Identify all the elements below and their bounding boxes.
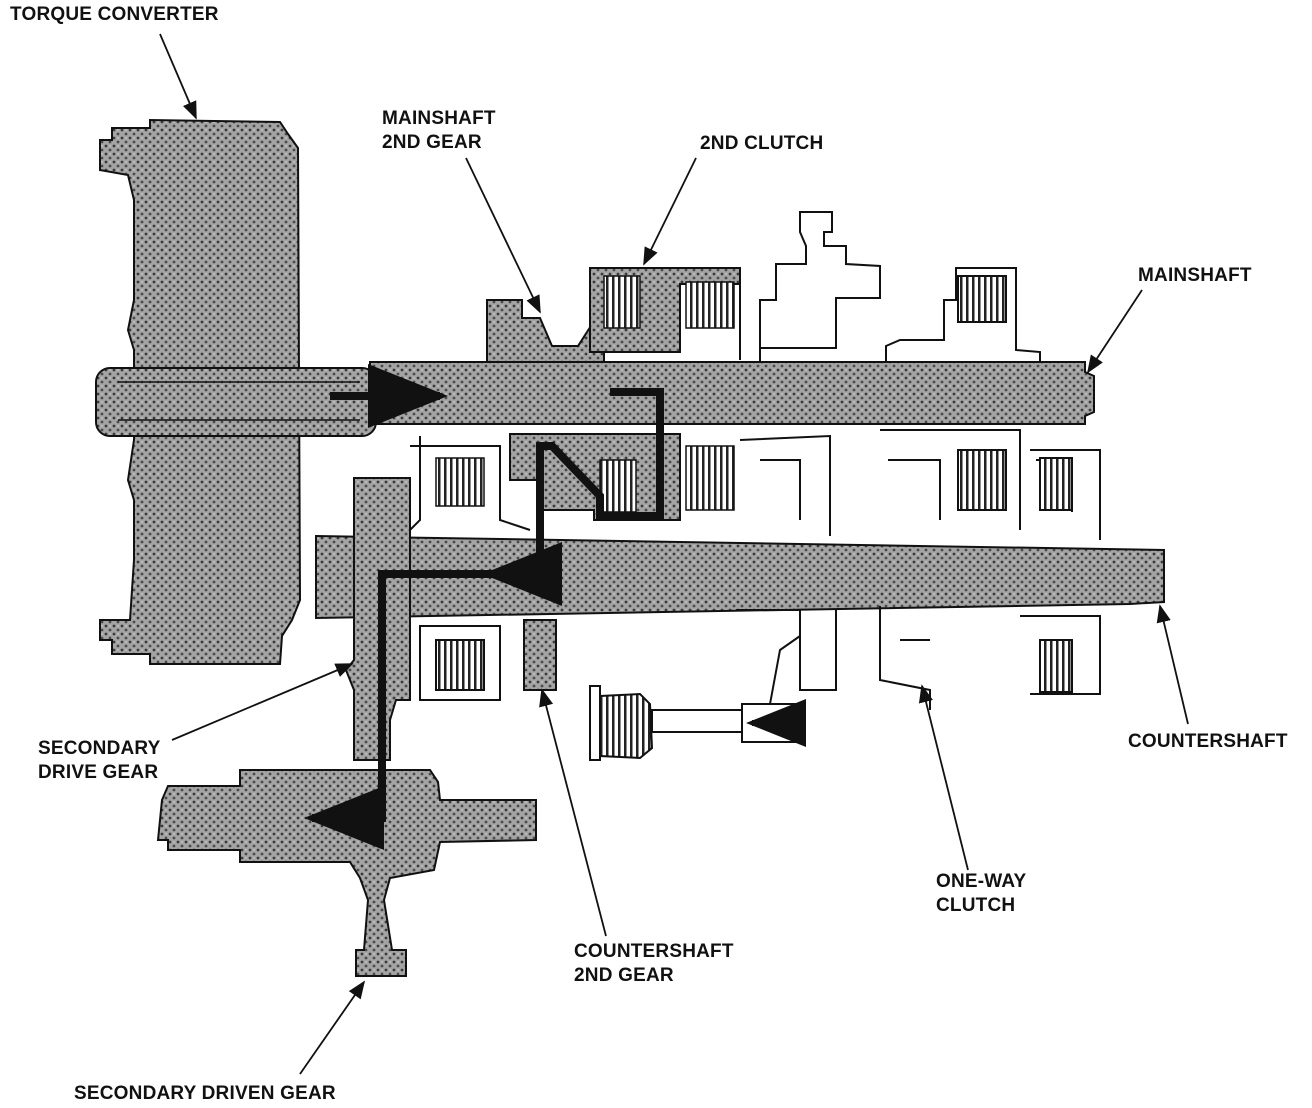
secondary-driven-gear (156, 769, 537, 977)
leader-lines (159, 33, 1189, 1075)
label-secondary-drive-gear: SECONDARY DRIVE GEAR (38, 738, 161, 783)
mainshaft-2nd-gear (486, 299, 605, 363)
hydraulic-servo (589, 635, 806, 761)
mainshaft-upper-components (739, 211, 1041, 363)
countershaft-clutch-assembly (409, 433, 735, 531)
label-mainshaft-2nd-gear: MAINSHAFT 2ND GEAR (382, 108, 496, 153)
label-mainshaft: MAINSHAFT (1138, 265, 1252, 286)
torque-converter (95, 118, 377, 665)
power-flow-path (304, 364, 664, 850)
countershaft-lower-components (419, 429, 1101, 710)
countershaft-2nd-gear (523, 619, 557, 691)
label-secondary-driven-gear: SECONDARY DRIVEN GEAR (74, 1083, 336, 1104)
label-countershaft-2nd-gear: COUNTERSHAFT 2ND GEAR (574, 941, 734, 986)
label-countershaft: COUNTERSHAFT (1128, 731, 1288, 752)
label-one-way-clutch: ONE-WAY CLUTCH (936, 871, 1027, 916)
mainshaft-body (369, 361, 1095, 425)
label-torque-converter: TORQUE CONVERTER (10, 4, 219, 25)
second-clutch-pack (589, 267, 741, 353)
label-2nd-clutch: 2ND CLUTCH (700, 133, 824, 154)
